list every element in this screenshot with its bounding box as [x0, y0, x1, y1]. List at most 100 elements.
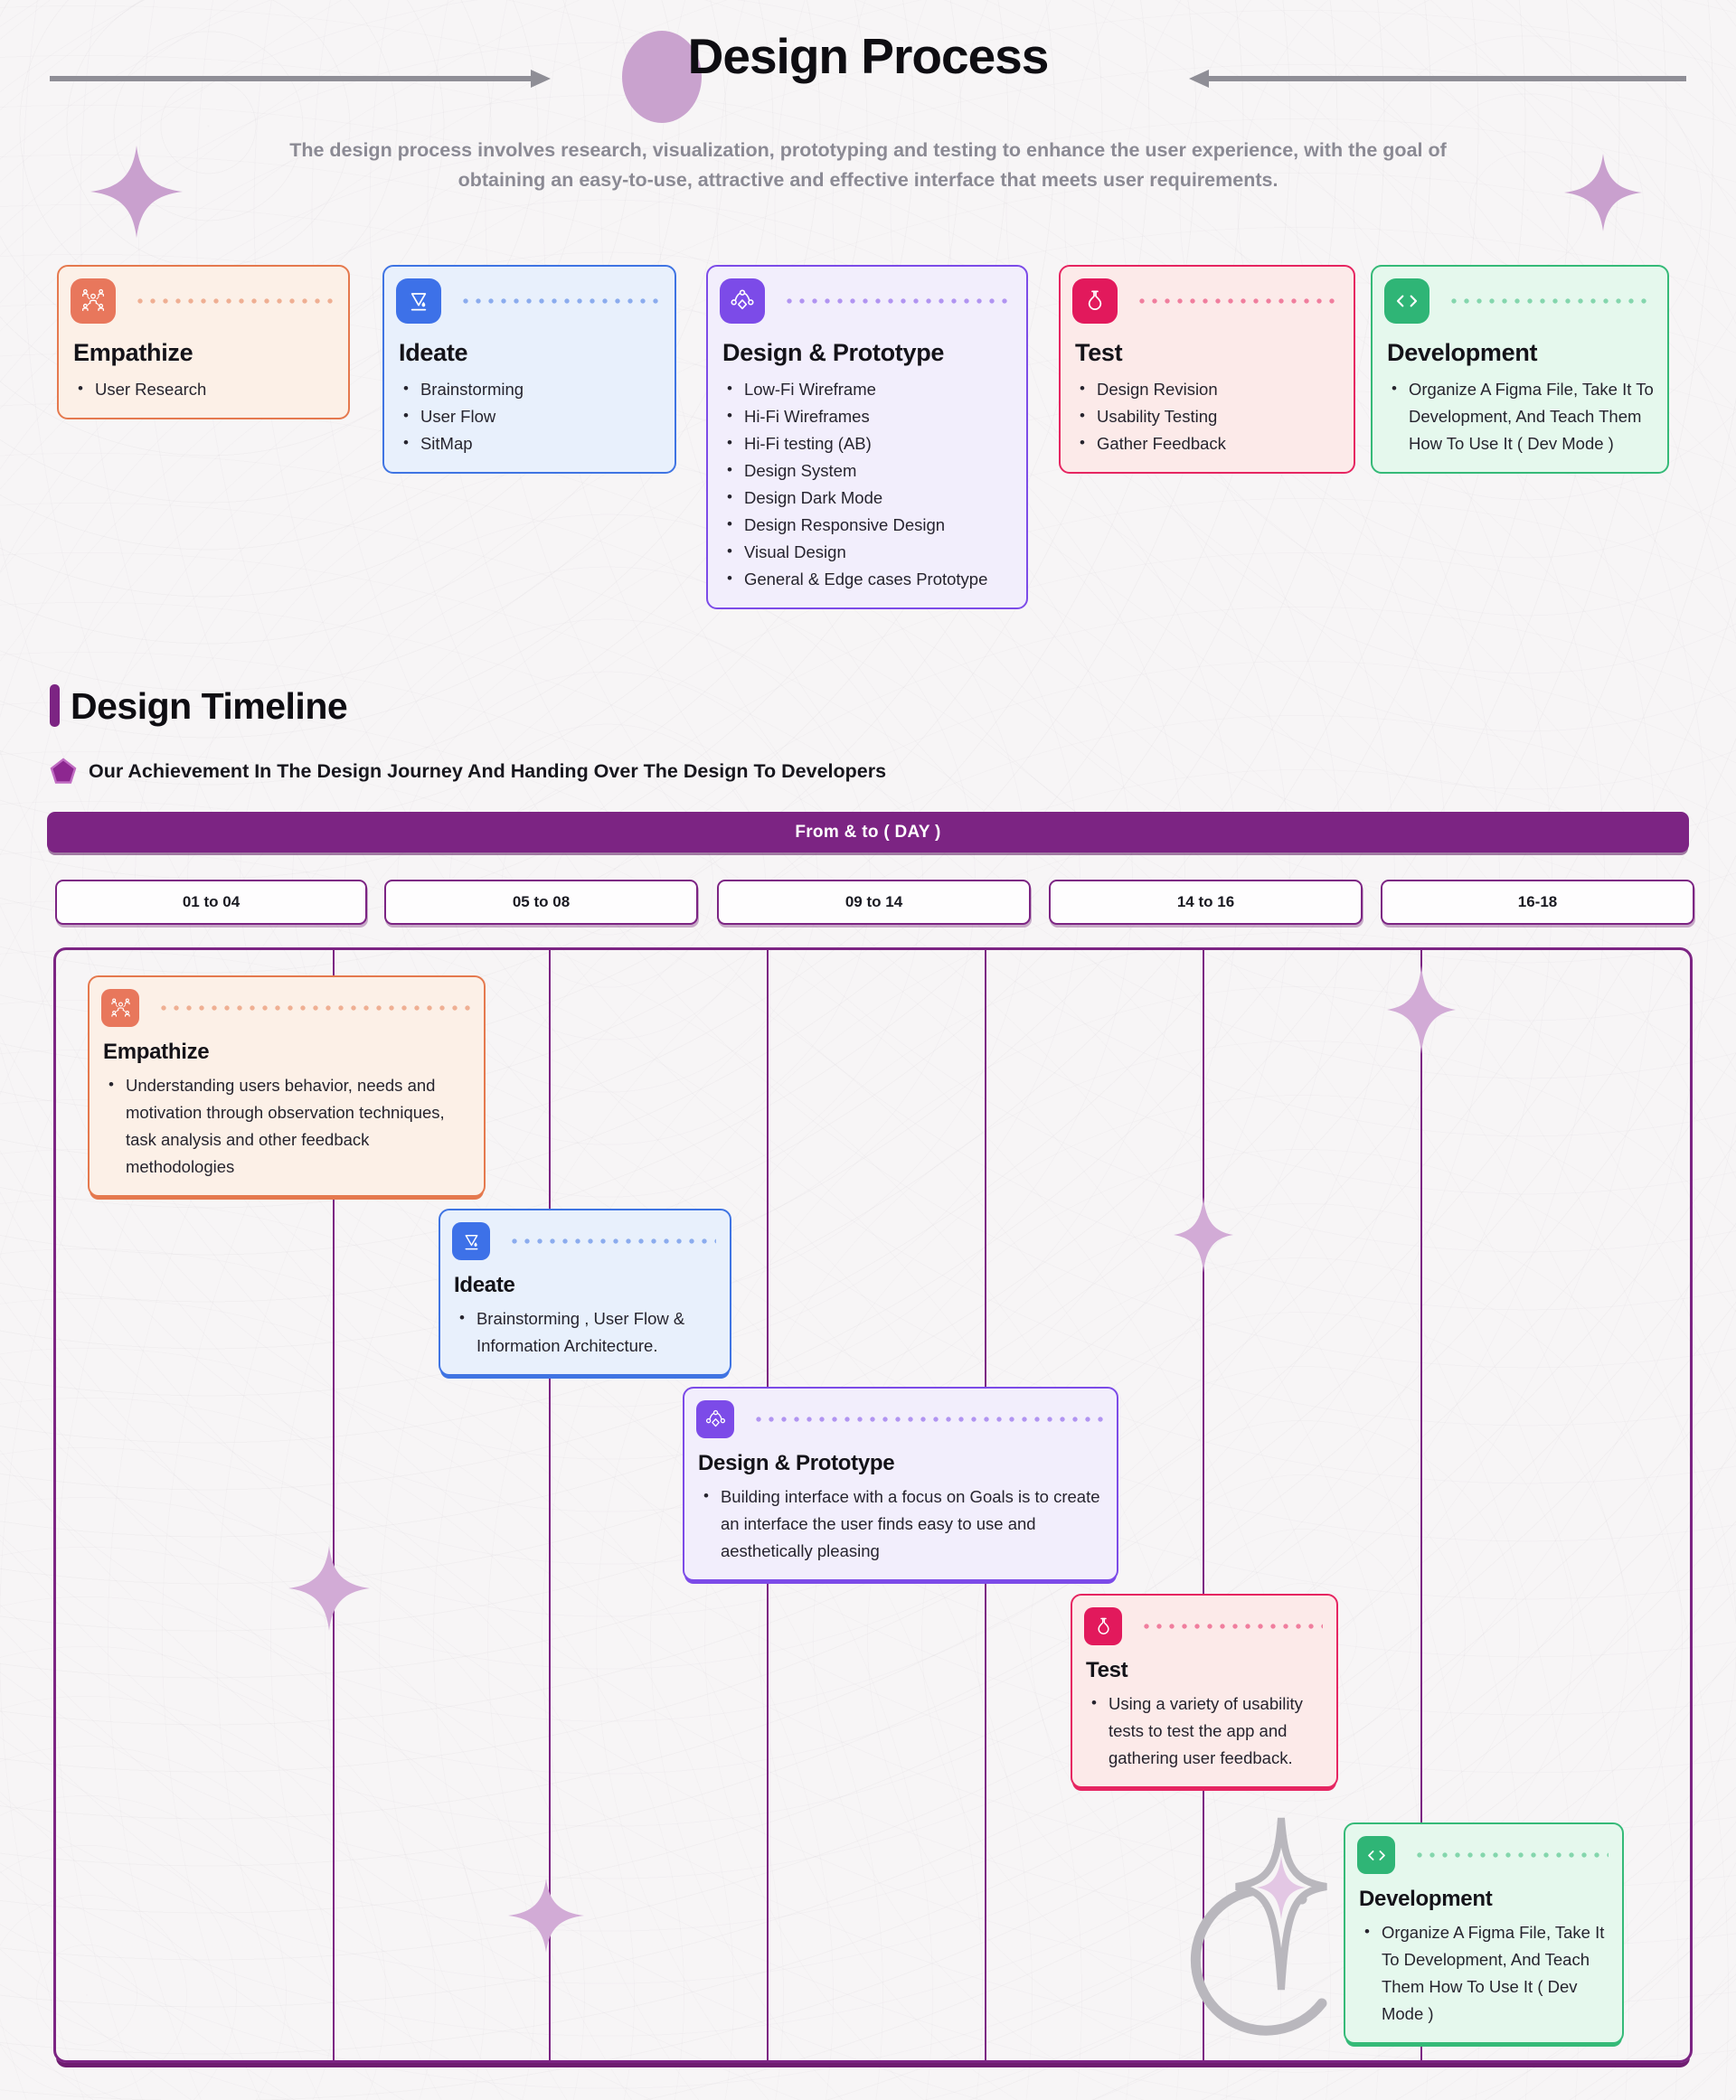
- column-header-2: 05 to 08: [384, 880, 698, 925]
- code-brackets-icon: [1384, 278, 1429, 324]
- timeline-achievement: Our Achievement In The Design Journey An…: [50, 758, 886, 785]
- title-accent-ellipse: [622, 31, 702, 123]
- column-header-1: 01 to 04: [55, 880, 367, 925]
- process-card-ideate: Ideate •Brainstorming •User Flow •SitMap: [382, 265, 676, 474]
- card-title: Development: [1359, 1887, 1493, 1911]
- grid-line: [1203, 950, 1204, 2060]
- list-item: •General & Edge cases Prototype: [727, 569, 988, 589]
- grid-line: [333, 950, 335, 2060]
- card-list: •Design Revision •Usability Testing •Gat…: [1072, 376, 1340, 457]
- dotted-divider: [1413, 1852, 1609, 1858]
- card-list: •Organize A Figma File, Take It To Devel…: [1384, 376, 1654, 457]
- card-list: •Brainstorming , User Flow & Information…: [452, 1305, 716, 1360]
- sparkle-icon: [1174, 1197, 1233, 1273]
- people-network-icon: [71, 278, 116, 324]
- list-item: •Gather Feedback: [1080, 433, 1226, 453]
- ideation-funnel-icon: [396, 278, 441, 324]
- dotted-divider: [134, 298, 335, 304]
- code-brackets-icon: [1357, 1836, 1395, 1874]
- timeline-heading: Design Timeline: [71, 685, 348, 727]
- list-item: •Usability Testing: [1080, 406, 1218, 426]
- header-arrow-right: [1209, 76, 1686, 81]
- timeline-grid: Empathize •Understanding users behavior,…: [53, 947, 1693, 2063]
- list-item: •User Flow: [403, 406, 496, 426]
- list-item: •Understanding users behavior, needs and…: [108, 1076, 445, 1176]
- card-header: [1357, 1836, 1609, 1874]
- process-card-development: Development •Organize A Figma File, Take…: [1371, 265, 1669, 474]
- card-list: •Organize A Figma File, Take It To Devel…: [1357, 1919, 1609, 2028]
- page-title: Design Process: [687, 28, 1050, 84]
- sparkle-icon: [508, 1879, 584, 1953]
- list-item: •Visual Design: [727, 541, 846, 561]
- card-list: •Understanding users behavior, needs and…: [101, 1072, 470, 1181]
- list-item: •Design Revision: [1080, 380, 1218, 399]
- swirl-star-decoration: [1190, 1817, 1327, 2036]
- process-card-empathize: Empathize •User Research: [57, 265, 350, 419]
- sparkle-icon: [288, 1546, 370, 1631]
- list-item: •Design Dark Mode: [727, 487, 883, 507]
- dotted-divider: [459, 298, 661, 304]
- pentagon-icon: [50, 758, 77, 784]
- list-item: •Brainstorming , User Flow & Information…: [459, 1309, 685, 1355]
- list-item: •Using a variety of usability tests to t…: [1091, 1694, 1303, 1767]
- list-item: •Organize A Figma File, Take It To Devel…: [1364, 1923, 1605, 2023]
- card-header: [1072, 278, 1340, 324]
- card-header: [71, 278, 335, 324]
- card-header: [101, 989, 470, 1027]
- vector-pen-icon: [696, 1400, 734, 1438]
- dotted-divider: [752, 1417, 1103, 1422]
- column-header-3: 09 to 14: [717, 880, 1031, 925]
- header-arrow-left: [50, 76, 531, 81]
- card-title: Ideate: [454, 1273, 515, 1297]
- card-title: Development: [1387, 339, 1538, 366]
- column-header-5: 16-18: [1381, 880, 1694, 925]
- timeline-card-development: Development •Organize A Figma File, Take…: [1344, 1822, 1624, 2044]
- card-title: Design & Prototype: [698, 1451, 895, 1475]
- timeline-card-design-prototype: Design & Prototype •Building interface w…: [683, 1387, 1118, 1581]
- card-header: [452, 1222, 716, 1260]
- timeline-card-empathize: Empathize •Understanding users behavior,…: [88, 975, 486, 1197]
- arrowhead-left-icon: [1189, 70, 1209, 88]
- timeline-card-test: Test •Using a variety of usability tests…: [1071, 1594, 1338, 1788]
- dotted-divider: [1448, 298, 1654, 304]
- grid-line: [1420, 950, 1422, 2060]
- card-list: •Using a variety of usability tests to t…: [1084, 1690, 1323, 1772]
- list-item: •Building interface with a focus on Goal…: [703, 1487, 1100, 1560]
- sparkle-icon: [1564, 154, 1642, 231]
- list-item: •Design Responsive Design: [727, 514, 946, 534]
- card-header: [720, 278, 1013, 324]
- card-header: [696, 1400, 1103, 1438]
- arrowhead-right-icon: [531, 70, 551, 88]
- card-list: •Brainstorming •User Flow •SitMap: [396, 376, 661, 457]
- column-header-4: 14 to 16: [1049, 880, 1363, 925]
- list-item: •Low-Fi Wireframe: [727, 380, 876, 399]
- card-list: •User Research: [71, 376, 335, 403]
- list-item: •Design System: [727, 460, 857, 480]
- vector-pen-icon: [720, 278, 765, 324]
- sparkle-icon: [90, 146, 183, 238]
- list-item: •Brainstorming: [403, 380, 524, 399]
- card-title: Design & Prototype: [722, 339, 945, 366]
- flask-icon: [1072, 278, 1118, 324]
- list-item: •Hi-Fi testing (AB): [727, 433, 872, 453]
- card-header: [1084, 1607, 1323, 1645]
- card-title: Ideate: [399, 339, 468, 366]
- timeline-card-ideate: Ideate •Brainstorming , User Flow & Info…: [439, 1209, 731, 1376]
- dotted-divider: [1140, 1624, 1323, 1629]
- banner-label: From & to ( DAY ): [795, 822, 941, 842]
- process-card-design-prototype: Design & Prototype •Low-Fi Wireframe •Hi…: [706, 265, 1028, 609]
- achievement-text: Our Achievement In The Design Journey An…: [89, 759, 887, 782]
- people-network-icon: [101, 989, 139, 1027]
- card-title: Test: [1086, 1658, 1128, 1682]
- process-card-test: Test •Design Revision •Usability Testing…: [1059, 265, 1355, 474]
- card-title: Test: [1075, 339, 1123, 366]
- dotted-divider: [157, 1005, 470, 1011]
- dotted-divider: [508, 1238, 716, 1244]
- timeline-banner: From & to ( DAY ): [47, 812, 1689, 852]
- card-list: •Building interface with a focus on Goal…: [696, 1483, 1103, 1565]
- page-subtitle: The design process involves research, vi…: [289, 139, 1447, 192]
- list-item: •Hi-Fi Wireframes: [727, 406, 870, 426]
- card-header: [396, 278, 661, 324]
- card-title: Empathize: [103, 1040, 210, 1064]
- card-list: •Low-Fi Wireframe •Hi-Fi Wireframes •Hi-…: [720, 376, 1013, 593]
